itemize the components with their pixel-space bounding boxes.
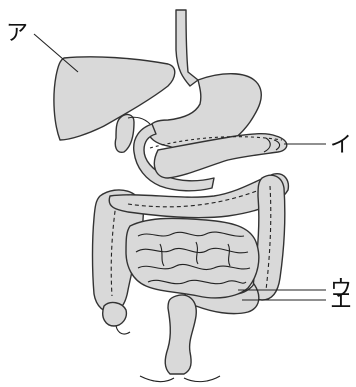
label-i: イ — [330, 133, 352, 158]
anus-lines — [140, 376, 220, 382]
label-e: エ — [330, 289, 352, 314]
small-intestine — [126, 218, 259, 298]
cecum — [103, 303, 130, 334]
leader-line-a — [34, 34, 78, 72]
rectum — [165, 295, 196, 374]
label-a: ア — [6, 21, 28, 46]
esophagus — [176, 10, 198, 86]
